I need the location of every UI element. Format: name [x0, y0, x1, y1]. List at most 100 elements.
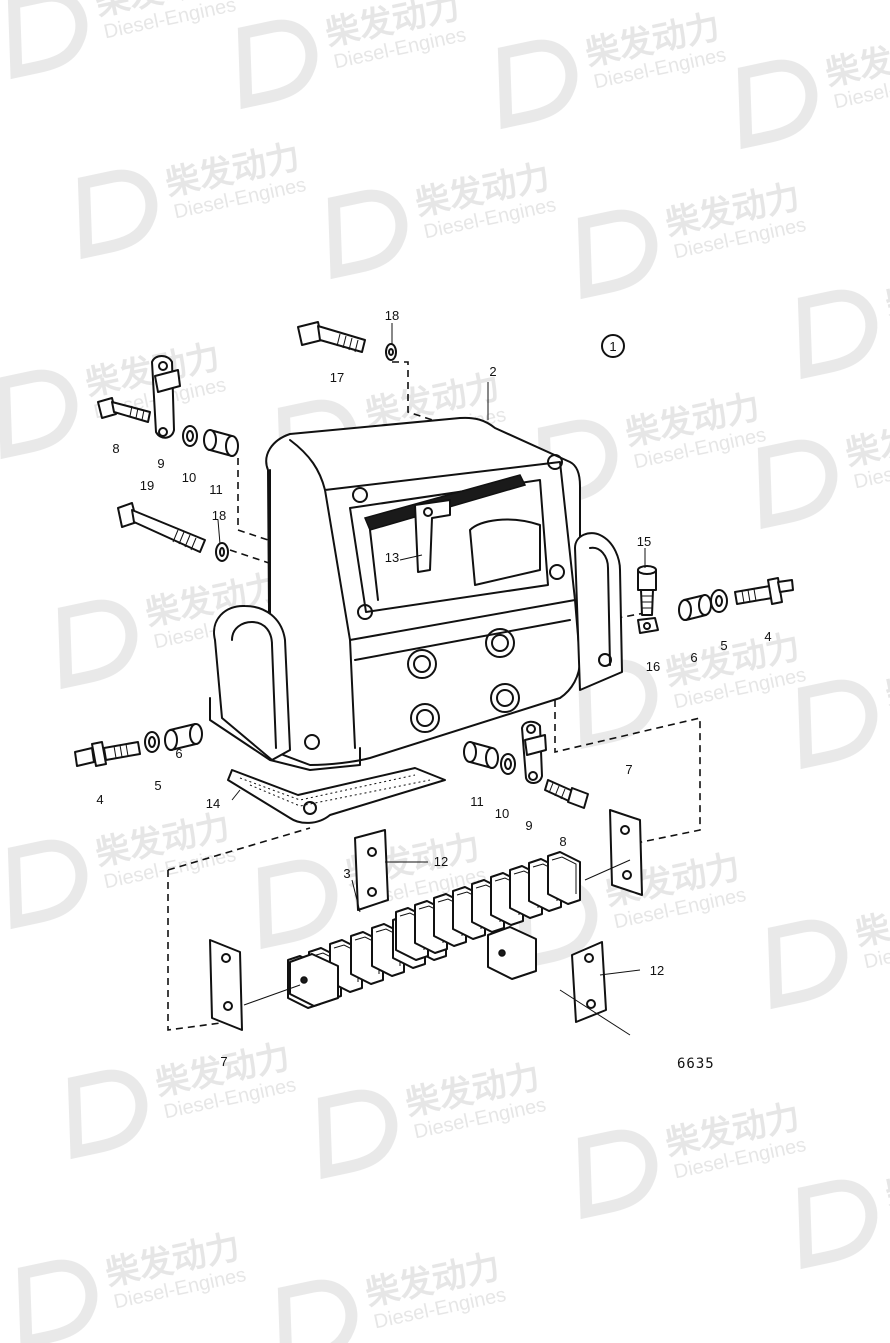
part-label: 2	[489, 364, 496, 379]
washer-18-left	[215, 542, 229, 562]
plate-7-left	[209, 939, 243, 1031]
part-label: 4	[96, 792, 103, 807]
watermark-logo-icon	[767, 919, 848, 1010]
watermark-logo-icon	[797, 289, 878, 380]
watermark-logo-icon	[797, 1179, 878, 1270]
watermark-logo-icon	[737, 59, 818, 150]
watermark-brand: 柴发动力	[882, 647, 890, 714]
clamp-9-right	[521, 720, 547, 784]
washer-5-right	[710, 589, 728, 613]
watermark-brand: 柴发动力	[842, 407, 890, 474]
plate-12-lower	[571, 941, 607, 1023]
part-label: 13	[385, 550, 399, 565]
leader-lines	[217, 323, 646, 1036]
part-label: 7	[625, 762, 632, 777]
watermark-logo-icon	[577, 209, 658, 300]
part-label: 6	[175, 746, 182, 761]
watermark-logo-icon	[237, 19, 318, 110]
part-label: 5	[154, 778, 161, 793]
watermark-logo-icon	[497, 39, 578, 130]
part-label: 6	[690, 650, 697, 665]
sleeve-11-left	[203, 429, 239, 457]
watermark-logo-icon	[577, 659, 658, 750]
part-label: 18	[385, 308, 399, 323]
watermark-logo-icon	[17, 1259, 98, 1343]
bolt-4-right	[734, 577, 794, 605]
watermark-logo-icon	[277, 1279, 358, 1343]
part-labels: 2344556677889910101111121213141516171818…	[96, 308, 771, 1069]
washer-5-left	[144, 731, 160, 753]
part-label: 9	[525, 818, 532, 833]
washer-16	[637, 617, 659, 634]
part-label: 10	[182, 470, 196, 485]
watermark-logo-icon	[0, 369, 78, 460]
watermark-logo-icon	[317, 1089, 398, 1180]
shim-end-block	[289, 953, 339, 1007]
watermark-logo-icon	[77, 169, 158, 260]
group-callout-number: 1	[609, 339, 616, 354]
watermark-brand: 柴发动力	[882, 1147, 890, 1214]
figure-number: 6635	[677, 1056, 715, 1072]
part-label: 8	[559, 834, 566, 849]
bolt-4-left	[74, 741, 141, 767]
shim-slot	[551, 856, 577, 894]
watermark-logo-icon	[7, 0, 88, 80]
housing-part-2	[209, 416, 623, 771]
part-label: 18	[212, 508, 226, 523]
shim-end-block	[487, 926, 537, 980]
shim-bolt-hole	[498, 949, 506, 957]
part-label: 5	[720, 638, 727, 653]
sleeve-6-left	[164, 723, 203, 751]
plate-7-right	[609, 809, 643, 896]
watermark-logo-icon	[7, 839, 88, 930]
watermark-brand: 柴发动力	[852, 887, 890, 954]
washer-10-left	[182, 425, 198, 447]
part-label: 12	[650, 963, 664, 978]
washer-18-top	[385, 343, 397, 361]
watermark-logo-icon	[67, 1069, 148, 1160]
watermark-logo-icon	[57, 599, 138, 690]
sleeve-6-right	[678, 594, 712, 621]
washer-10-right	[500, 753, 516, 775]
part-label: 9	[157, 456, 164, 471]
stud-15	[637, 565, 657, 616]
shim-bolt-hole	[300, 976, 308, 984]
clamp-9-left	[151, 355, 181, 439]
part-label: 11	[209, 482, 223, 497]
shim-pack-back	[395, 851, 581, 961]
shim-plate	[547, 851, 581, 905]
bolt-19	[117, 502, 206, 553]
part-label: 14	[206, 796, 220, 811]
bolt-8-right	[544, 779, 589, 809]
part-label: 15	[637, 534, 651, 549]
bore-holes	[407, 628, 520, 733]
part-label: 19	[140, 478, 154, 493]
group-callout: 1	[601, 334, 625, 358]
gasket-14	[227, 767, 446, 824]
plate-3-12	[354, 829, 389, 911]
watermark-logo-icon	[257, 859, 338, 950]
watermark-logo-icon	[577, 1129, 658, 1220]
part-label: 10	[495, 806, 509, 821]
part-label: 4	[764, 629, 771, 644]
watermark-logo-icon	[797, 679, 878, 770]
shim-pack-front	[287, 907, 537, 1009]
part-label: 16	[646, 659, 660, 674]
part-label: 17	[330, 370, 344, 385]
bolt-17	[297, 321, 366, 353]
part-label: 12	[434, 854, 448, 869]
